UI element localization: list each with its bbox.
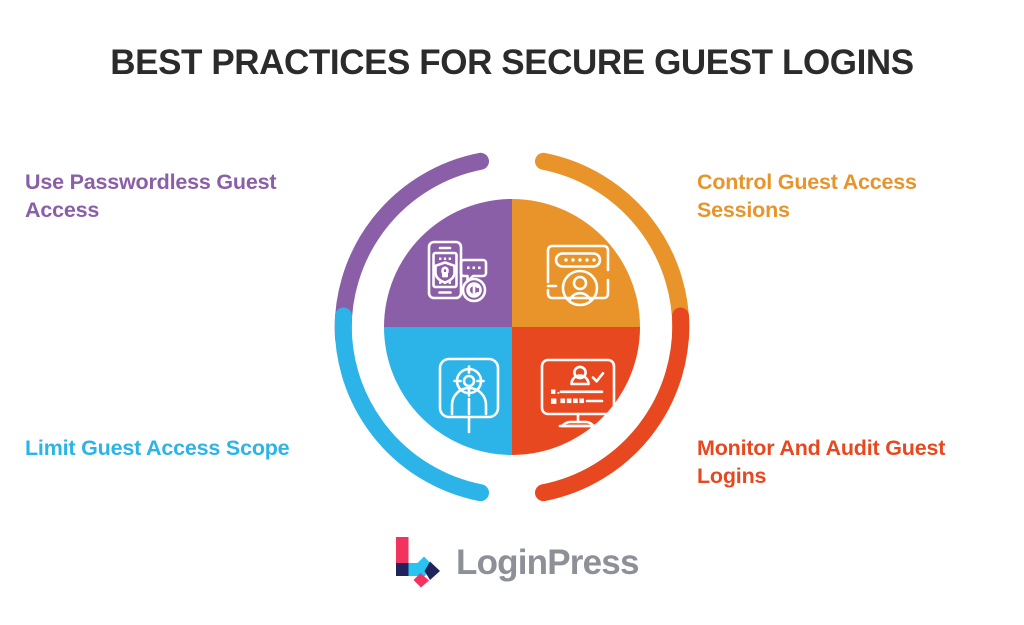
monitor-user-verified-icon: [540, 358, 616, 428]
outer-arc-group: [334, 152, 690, 502]
quadrant-top-right[interactable]: [512, 199, 640, 327]
outer-arc-purple: [334, 152, 489, 347]
segment-label-control-guest-access-sessions: Control Guest Access Sessions: [697, 170, 917, 223]
quadrant-bottom-left[interactable]: [384, 327, 512, 455]
loginpress-arrow-mark: [396, 537, 440, 588]
user-target-scope-icon: [438, 357, 500, 434]
page-title: BEST PRACTICES FOR SECURE GUEST LOGINS: [110, 43, 914, 82]
segment-label-monitor-and-audit-guest-logins: Monitor And Audit Guest Logins: [697, 436, 946, 489]
loginpress-logo: LoginPress: [394, 534, 644, 590]
segment-label-limit-guest-access-scope: Limit Guest Access Scope: [25, 436, 290, 460]
loginpress-wordmark: LoginPress: [456, 542, 639, 582]
quadrant-group: [384, 199, 640, 455]
login-card-user-icon: [546, 244, 610, 307]
smartphone-shield-lock-icon: [427, 240, 488, 303]
outer-arc-blue: [334, 307, 489, 502]
outer-arc-red: [535, 307, 690, 502]
segmented-circle-diagram: .ico { fill:none; stroke:#ffffff; stroke…: [334, 152, 690, 502]
segment-label-use-passwordless-guest-access: Use Passwordless Guest Access: [25, 170, 277, 223]
outer-arc-orange: [535, 152, 690, 347]
